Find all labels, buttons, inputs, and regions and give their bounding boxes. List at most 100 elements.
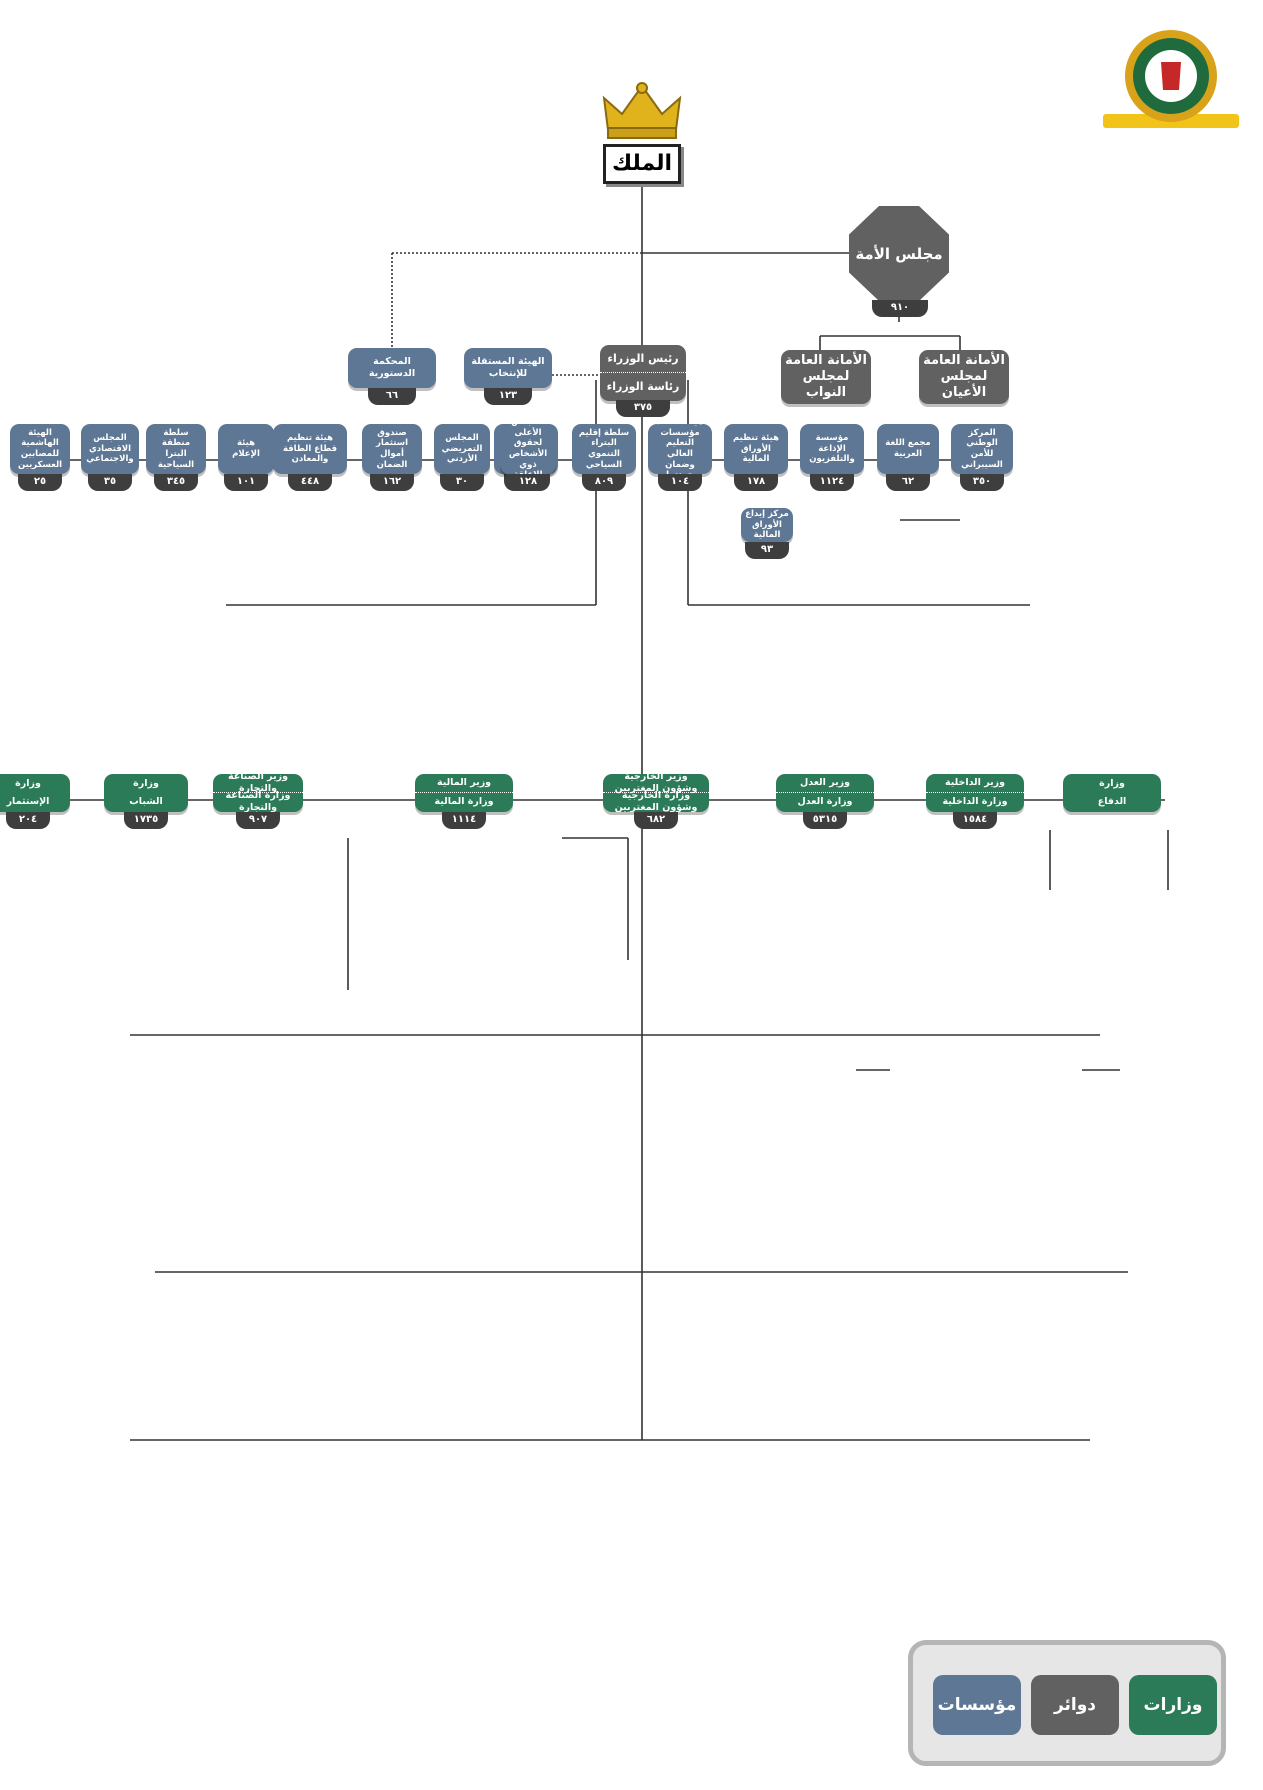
civil-service-logo [1103, 26, 1239, 136]
general-secretariat-senate: الأمانة العامة لمجلس الأعيان [919, 350, 1009, 404]
ministry-title: وزارة [15, 777, 41, 789]
institution-label: مركز إيداع الأوراق المالية [745, 509, 789, 541]
election-commission-label: الهيئة المستقلة للإنتخاب [471, 356, 545, 379]
institution-box: هيئة الإعلام [218, 424, 274, 474]
senate-council-count: ٩١٠ [872, 300, 928, 317]
prime-ministry-count: ٣٧٥ [616, 400, 670, 417]
ministry-count: ٢٠٤ [6, 812, 50, 829]
general-secretariat-deputies: الأمانة العامة لمجلس النواب [781, 350, 871, 404]
constitutional-court-box: المحكمة الدستورية [348, 348, 436, 388]
institution-count: ٢٥ [18, 474, 62, 491]
institution-label: المركز الوطني للأمن السيبراني [961, 427, 1003, 470]
institution-box: هيئة تنظيم الأوراق المالية [724, 424, 788, 474]
institution-box: مجمع اللغة العربية [877, 424, 939, 474]
ministry-label: الدفاع [1097, 795, 1127, 807]
institution-count: ١١٢٤ [810, 474, 854, 491]
institution-label: هيئة اعتماد مؤسسات التعليم العالي وضمان … [657, 424, 703, 474]
ministry-title: وزير الخارجية وشؤون المغتربين [603, 774, 709, 794]
institution-box: سلطة إقليم البتراء التنموي السياحي [572, 424, 636, 474]
ministry-count: ٦٨٢ [634, 812, 678, 829]
prime-minister-title: رئيس الوزراء [600, 345, 686, 373]
constitutional-court-count: ٦٦ [368, 388, 416, 405]
institution-label: هيئة تنظيم قطاع الطاقة والمعادن [282, 433, 338, 465]
institution-box: المجلس الأعلى لحقوق الأشخاص ذوي الإعاقة [500, 424, 556, 474]
ministry-title: وزارة [1099, 777, 1125, 789]
ministry-count: ١٥٨٤ [953, 812, 997, 829]
ministry-label: وزارة المالية [434, 795, 494, 807]
election-commission-box: الهيئة المستقلة للإنتخاب [464, 348, 552, 388]
institution-count: ١٠١ [224, 474, 268, 491]
ministry-label: وزارة الداخلية [942, 795, 1008, 807]
senate-council-box: مجلس الأمة [849, 206, 949, 301]
institution-label: المجلس الاقتصادي والاجتماعي [86, 433, 134, 465]
legend-departments: دوائر [1031, 1675, 1119, 1735]
ministry-count: ١٧٣٥ [124, 812, 168, 829]
ministry-count: ٥٣١٥ [803, 812, 847, 829]
general-secretariat-deputies-label: الأمانة العامة لمجلس النواب [785, 352, 867, 401]
ministry-count: ١١١٤ [442, 812, 486, 829]
legend-ministries: وزارات [1129, 1675, 1217, 1735]
institution-label: سلطة إقليم البتراء التنموي السياحي [578, 427, 630, 470]
prime-ministry-title: رئاسة الوزراء [606, 379, 680, 393]
institution-box: المجلس الاقتصادي والاجتماعي [81, 424, 139, 474]
institution-label: المجلس التمريضي الأردني [441, 433, 483, 465]
institution-label: الهيئة الهاشمية للمصابين العسكريين [17, 427, 63, 470]
legend-institutions: مؤسسات [933, 1675, 1021, 1735]
institution-label: مؤسسة الإذاعة والتلفزيون [809, 433, 855, 465]
institution-box: سلطة منطقة البترا السياحية [146, 424, 206, 474]
institution-count: ٣٥ [88, 474, 132, 491]
ministry-label: الشباب [129, 795, 163, 807]
institution-box: صندوق استثمار أموال الضمان [362, 424, 422, 474]
institution-box: مؤسسة الإذاعة والتلفزيون [800, 424, 864, 474]
institution-count: ٨٠٩ [582, 474, 626, 491]
institution-box: المجلس التمريضي الأردني [434, 424, 490, 474]
institution-label: هيئة تنظيم الأوراق المالية [732, 433, 780, 465]
ministry-box: وزارة الإستثمار [0, 774, 70, 812]
institution-box: الهيئة الهاشمية للمصابين العسكريين [10, 424, 70, 474]
ministry-title: وزير العدل [776, 774, 874, 793]
institution-count: ١٠٤ [658, 474, 702, 491]
institution-count: ٣٠ [440, 474, 484, 491]
prime-minister-box: رئيس الوزراء رئاسة الوزراء [600, 345, 686, 401]
institution-count: ١٢٨ [506, 474, 550, 491]
king-box: الملك [603, 144, 681, 184]
institution-label: المجلس الأعلى لحقوق الأشخاص ذوي الإعاقة [508, 424, 548, 474]
institution-label: سلطة منطقة البترا السياحية [157, 427, 195, 470]
election-commission-count: ١٢٣ [484, 388, 532, 405]
institution-count: ٣٤٥ [154, 474, 198, 491]
logo-emblem-icon [1103, 30, 1239, 128]
ministry-box: وزير العدل وزارة العدل [776, 774, 874, 812]
ministry-box: وزير المالية وزارة المالية [415, 774, 513, 812]
institution-count: ١٦٢ [370, 474, 414, 491]
ministry-box: وزارة الدفاع [1063, 774, 1161, 812]
institution-label: صندوق استثمار أموال الضمان [376, 427, 408, 470]
institution-box: هيئة اعتماد مؤسسات التعليم العالي وضمان … [648, 424, 712, 474]
ministry-box: وزارة الشباب [104, 774, 188, 812]
institution-count: ٣٥٠ [960, 474, 1004, 491]
ministry-title: وزير المالية [415, 774, 513, 793]
institution-count: ٦٢ [886, 474, 930, 491]
institution-box: المركز الوطني للأمن السيبراني [951, 424, 1013, 474]
ministry-label: وزارة الصناعة والتجارة [225, 789, 291, 812]
institution-label: هيئة الإعلام [232, 438, 260, 459]
ministry-title: وزير الصناعة والتجارة [213, 774, 303, 794]
institution-count: ١٧٨ [734, 474, 778, 491]
senate-council-title: مجلس الأمة [855, 244, 943, 263]
general-secretariat-senate-label: الأمانة العامة لمجلس الأعيان [923, 352, 1005, 401]
institution-label: مجمع اللغة العربية [885, 438, 931, 459]
constitutional-court-label: المحكمة الدستورية [368, 356, 416, 379]
crown-icon [600, 80, 684, 140]
ministry-title: وزارة [133, 777, 159, 789]
ministry-box: وزير الداخلية وزارة الداخلية [926, 774, 1024, 812]
ministry-label: وزارة العدل [797, 795, 853, 807]
institution-box: مركز إيداع الأوراق المالية [741, 508, 793, 542]
ministry-title: وزير الداخلية [926, 774, 1024, 793]
ministry-label: الإستثمار [6, 795, 50, 807]
institution-count: ٤٤٨ [288, 474, 332, 491]
ministry-count: ٩٠٧ [236, 812, 280, 829]
legend: وزارات دوائر مؤسسات [908, 1640, 1226, 1766]
institution-count: ٩٣ [745, 542, 789, 559]
